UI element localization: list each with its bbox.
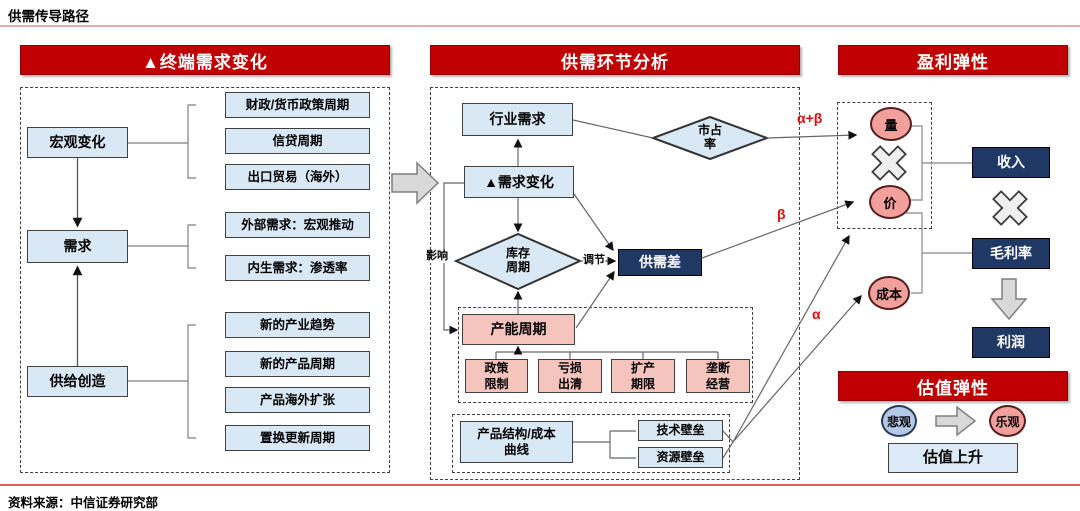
- loss-clearing-text: 亏损出清: [557, 360, 582, 391]
- node-capacity-cycle: 产能周期: [462, 314, 575, 345]
- node-endogenous-demand: 内生需求：渗透率: [225, 255, 370, 281]
- node-policy-limit: 政策限制: [465, 359, 528, 393]
- node-loss-clearing: 亏损出清: [538, 359, 602, 393]
- node-new-industry-trend: 新的产业趋势: [225, 312, 370, 338]
- node-replacement-cycle: 置换更新周期: [225, 425, 370, 451]
- market-share-text: 市占率: [697, 123, 722, 151]
- node-supply-demand-gap: 供需差: [618, 249, 702, 276]
- banner-profit-elasticity: 盈利弹性: [838, 45, 1068, 75]
- banner-valuation-elasticity: 估值弹性: [838, 371, 1068, 401]
- node-external-demand: 外部需求：宏观推动: [225, 212, 370, 238]
- node-macro-change: 宏观变化: [27, 127, 128, 158]
- top-divider: [0, 25, 1080, 27]
- policy-limit-text: 政策限制: [484, 360, 509, 391]
- label-adjust: 调节: [583, 254, 605, 267]
- bottom-divider: [0, 484, 1080, 486]
- pessimistic-to-optimistic-arrow: [935, 405, 977, 437]
- banner-supply-demand-analysis: 供需环节分析: [430, 45, 800, 75]
- node-new-product-cycle: 新的产品周期: [225, 351, 370, 377]
- node-profit: 利润: [972, 327, 1050, 358]
- node-gross-margin: 毛利率: [972, 238, 1050, 269]
- inventory-cycle-text: 库存周期: [505, 246, 530, 274]
- node-pessimistic: 悲观: [881, 405, 917, 437]
- cost-structure-text: 产品结构/成本曲线: [477, 426, 556, 457]
- label-beta: β: [777, 206, 786, 222]
- source-note: 资料来源：中信证券研究部: [8, 496, 159, 510]
- node-tech-barrier: 技术壁垒: [638, 420, 723, 441]
- node-cost-structure: 产品结构/成本曲线: [460, 421, 573, 463]
- label-influence: 影响: [426, 250, 448, 263]
- label-alpha: α: [812, 306, 821, 322]
- node-supply-creation: 供给创造: [27, 366, 128, 397]
- node-credit-cycle: 信贷周期: [225, 128, 370, 154]
- banner-terminal-demand: ▲终端需求变化: [20, 45, 390, 75]
- node-demand: 需求: [27, 230, 128, 263]
- node-monopoly-operation: 垄断经营: [686, 359, 750, 393]
- times-revenue-margin-icon: [992, 190, 1028, 226]
- node-demand-change: ▲需求变化: [464, 166, 574, 198]
- node-export-trade: 出口贸易（海外）: [225, 164, 370, 190]
- node-volume: 量: [870, 107, 912, 141]
- node-valuation-up: 估值上升: [888, 443, 1018, 473]
- label-alpha-beta: α+β: [797, 110, 823, 126]
- node-cost: 成本: [868, 276, 910, 310]
- node-inventory-cycle: 库存周期: [496, 246, 540, 276]
- expansion-period-text: 扩产期限: [630, 360, 655, 391]
- frame-left-section: [20, 87, 390, 473]
- node-resource-barrier: 资源壁垒: [638, 447, 723, 468]
- node-price: 价: [869, 185, 911, 219]
- node-expansion-period: 扩产期限: [611, 359, 675, 393]
- page-title: 供需传导路径: [8, 9, 89, 24]
- node-optimistic: 乐观: [989, 405, 1026, 437]
- node-industry-demand: 行业需求: [462, 103, 573, 136]
- node-market-share: 市占率: [688, 123, 732, 152]
- node-fiscal-monetary-cycle: 财政/货币政策周期: [225, 92, 370, 118]
- monopoly-operation-text: 垄断经营: [705, 360, 730, 391]
- margin-to-profit-arrow: [990, 278, 1028, 321]
- node-revenue: 收入: [972, 147, 1050, 178]
- node-overseas-expansion: 产品海外扩张: [225, 387, 370, 413]
